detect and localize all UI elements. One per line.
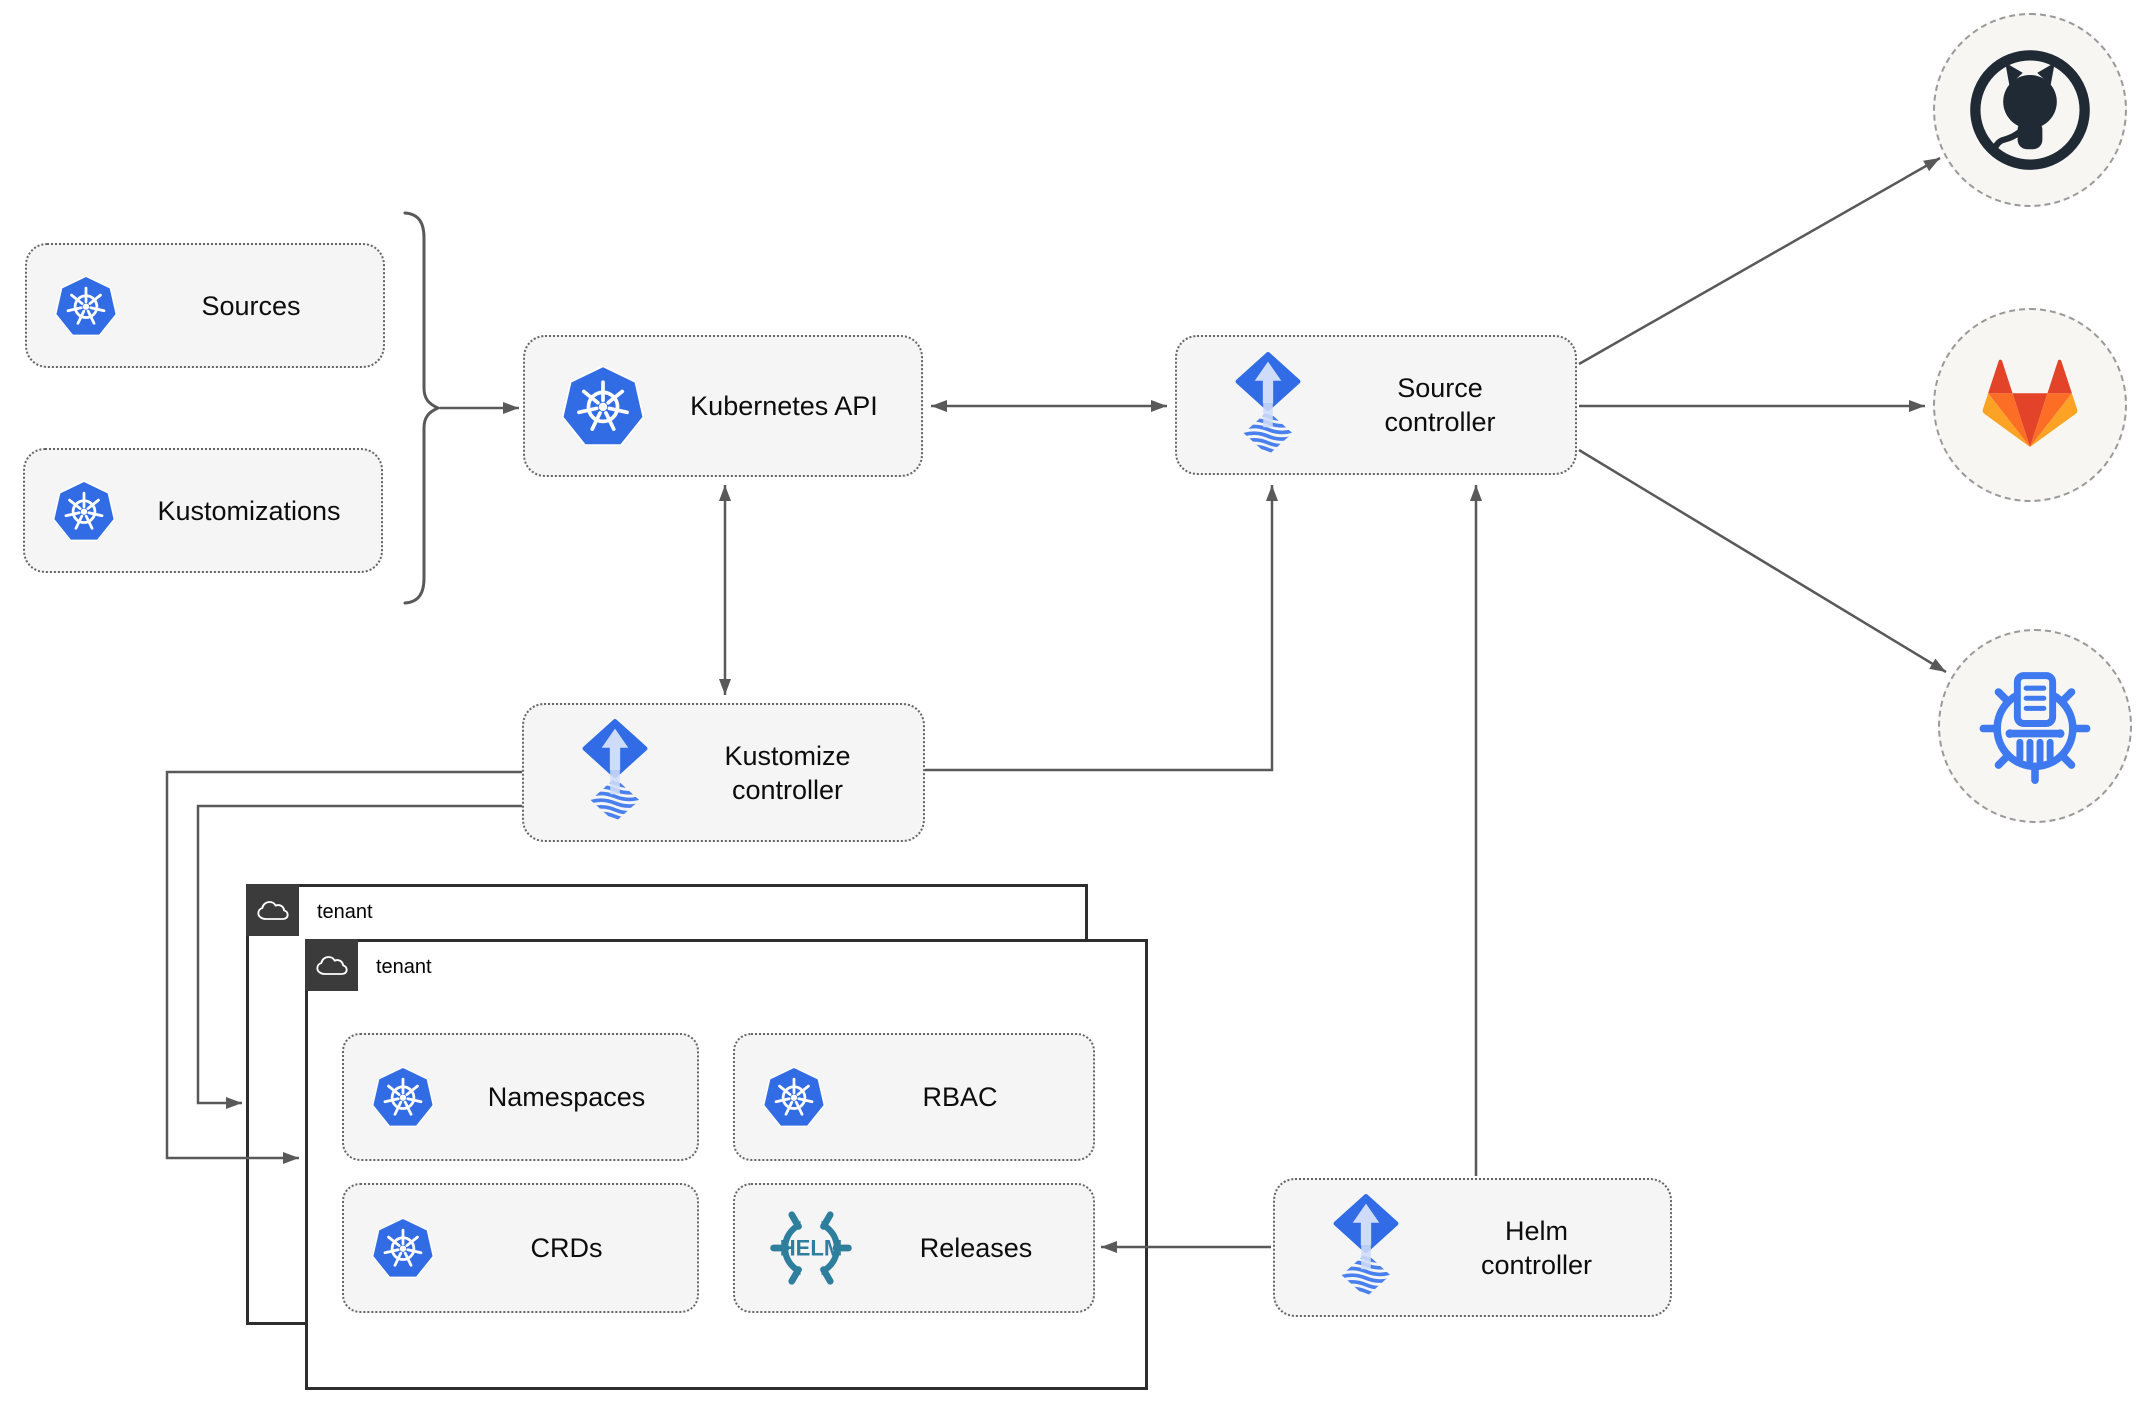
node-releases-label: Releases [919, 1233, 1033, 1263]
node-helm-controller: Helm controller [1273, 1178, 1672, 1317]
helm-icon: HELM [763, 1200, 859, 1296]
node-kubernetes-api: Kubernetes API [523, 335, 923, 477]
kubernetes-icon [53, 273, 119, 339]
flux-icon [1231, 351, 1305, 459]
kubernetes-icon [370, 1064, 436, 1130]
tenant-back-label: tenant [317, 901, 373, 923]
node-crds: CRDs [342, 1183, 699, 1313]
node-namespaces: Namespaces [342, 1033, 699, 1161]
endpoint-gitlab [1933, 308, 2127, 502]
node-rbac-label: RBAC [922, 1082, 998, 1112]
kubernetes-icon [761, 1064, 827, 1130]
flux-icon [578, 719, 652, 827]
node-source-controller-label: Source controller [1384, 373, 1496, 437]
node-sources-label: Sources [201, 290, 301, 321]
node-rbac: RBAC [733, 1033, 1095, 1161]
node-source-controller: Source controller [1175, 335, 1577, 475]
node-helm-controller-label: Helm controller [1480, 1215, 1593, 1280]
node-releases: HELM Releases [733, 1183, 1095, 1313]
chartmuseum-icon [1979, 672, 2091, 784]
endpoint-chartmuseum [1938, 629, 2132, 823]
brace-bracket [403, 211, 442, 605]
svg-text:HELM: HELM [780, 1236, 843, 1261]
node-kustomize-controller-label: Kustomize controller [724, 740, 851, 805]
node-namespaces-label: Namespaces [487, 1082, 646, 1112]
kubernetes-icon [559, 362, 647, 450]
node-sources: Sources [25, 243, 385, 368]
tenant-front-badge [305, 939, 358, 991]
node-kustomizations: Kustomizations [23, 448, 383, 573]
connector-kustomizectl-to-sourcectl [925, 485, 1278, 772]
endpoint-github [1933, 13, 2127, 207]
kubernetes-icon [51, 478, 117, 544]
tenant-back-badge [246, 884, 299, 936]
connector-sourcectl-to-github [1578, 156, 1941, 366]
gitlab-icon [1982, 359, 2078, 447]
tenant-box-front: tenant [305, 939, 1148, 1390]
node-kubernetes-api-label: Kubernetes API [690, 391, 878, 421]
cloud-icon [315, 955, 348, 975]
node-kustomizations-label: Kustomizations [157, 495, 341, 526]
node-kustomize-controller: Kustomize controller [522, 703, 925, 842]
tenant-front-label: tenant [376, 956, 432, 978]
flux-icon [1329, 1194, 1403, 1302]
kubernetes-icon [370, 1215, 436, 1281]
connector-sourcectl-to-chartmuseum [1578, 448, 1947, 674]
cloud-icon [256, 900, 289, 920]
github-icon [1970, 50, 2090, 170]
node-crds-label: CRDs [530, 1233, 603, 1263]
